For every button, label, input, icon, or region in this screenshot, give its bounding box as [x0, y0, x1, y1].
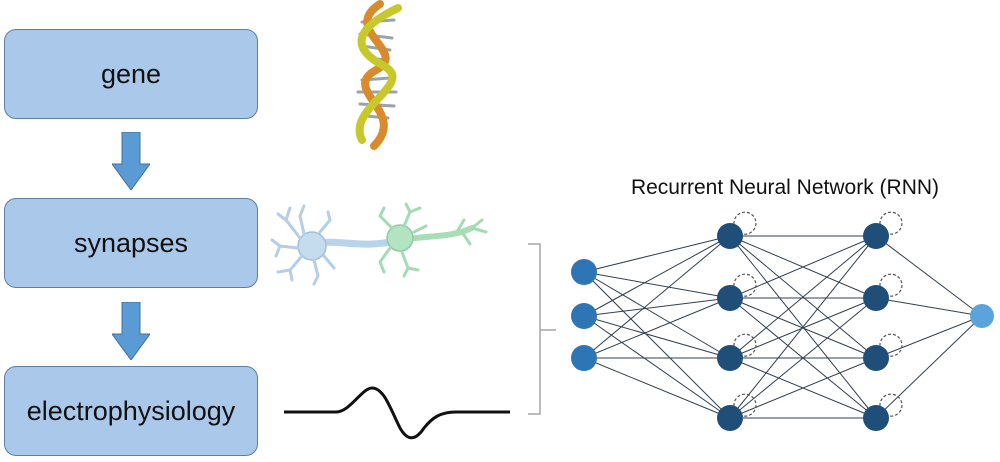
rnn-connection — [875, 315, 983, 359]
hidden-node — [863, 405, 889, 431]
action-potential-waveform-icon — [284, 386, 510, 440]
rnn-connection — [729, 235, 877, 359]
recurrent-loop-icon — [733, 211, 757, 235]
input-node — [571, 303, 597, 329]
rnn-connection — [729, 235, 877, 299]
rnn-connection — [583, 271, 731, 359]
rnn-title: Recurrent Neural Network (RNN) — [630, 176, 940, 199]
rnn-connection — [583, 297, 731, 317]
recurrent-loop-icon — [733, 273, 757, 297]
recurrent-loop-icon — [879, 273, 903, 297]
rnn-connection — [729, 297, 877, 359]
step-electrophysiology-label: electrophysiology — [26, 395, 236, 426]
dna-helix-icon — [355, 0, 402, 150]
recurrent-loop-icon — [733, 333, 757, 357]
bracket-icon — [528, 243, 556, 415]
rnn-connection — [583, 271, 731, 299]
recurrent-loop-icon — [879, 393, 903, 417]
rnn-connection — [583, 271, 731, 419]
hidden-node — [717, 223, 743, 249]
rnn-connection — [729, 235, 877, 299]
rnn-connection — [583, 357, 731, 419]
rnn-connection — [875, 235, 983, 317]
neuron-icon — [270, 202, 488, 286]
rnn-connection — [875, 315, 983, 419]
rnn-connection — [583, 315, 731, 419]
output-node — [970, 304, 994, 328]
rnn-connection — [729, 297, 877, 359]
rnn-connection — [729, 297, 877, 419]
rnn-connection — [729, 235, 877, 419]
input-node — [571, 345, 597, 371]
hidden-node — [717, 405, 743, 431]
step-gene-label: gene — [100, 58, 162, 89]
rnn-connection — [583, 235, 731, 359]
hidden-node — [717, 285, 743, 311]
rnn-connection — [875, 297, 983, 317]
step-synapses-label: synapses — [73, 227, 189, 258]
rnn-connection — [583, 315, 731, 359]
step-electrophysiology-box: electrophysiology — [4, 366, 258, 456]
hidden-node — [717, 345, 743, 371]
recurrent-loop-icon — [733, 393, 757, 417]
rnn-connection — [729, 357, 877, 419]
rnn-connection — [583, 235, 731, 317]
step-gene-box: gene — [4, 29, 258, 119]
step-synapses-box: synapses — [4, 198, 258, 288]
rnn-connection — [729, 235, 877, 359]
hidden-node — [863, 345, 889, 371]
rnn-connection — [583, 235, 731, 273]
down-arrow-icon — [112, 132, 150, 190]
recurrent-loop-icon — [879, 333, 903, 357]
recurrent-loop-icon — [879, 211, 903, 235]
down-arrow-icon — [112, 302, 150, 360]
hidden-node — [863, 285, 889, 311]
rnn-connection — [729, 235, 877, 419]
input-node — [571, 259, 597, 285]
rnn-connection — [583, 297, 731, 359]
rnn-connection — [729, 357, 877, 419]
hidden-node — [863, 223, 889, 249]
rnn-connection — [729, 297, 877, 419]
